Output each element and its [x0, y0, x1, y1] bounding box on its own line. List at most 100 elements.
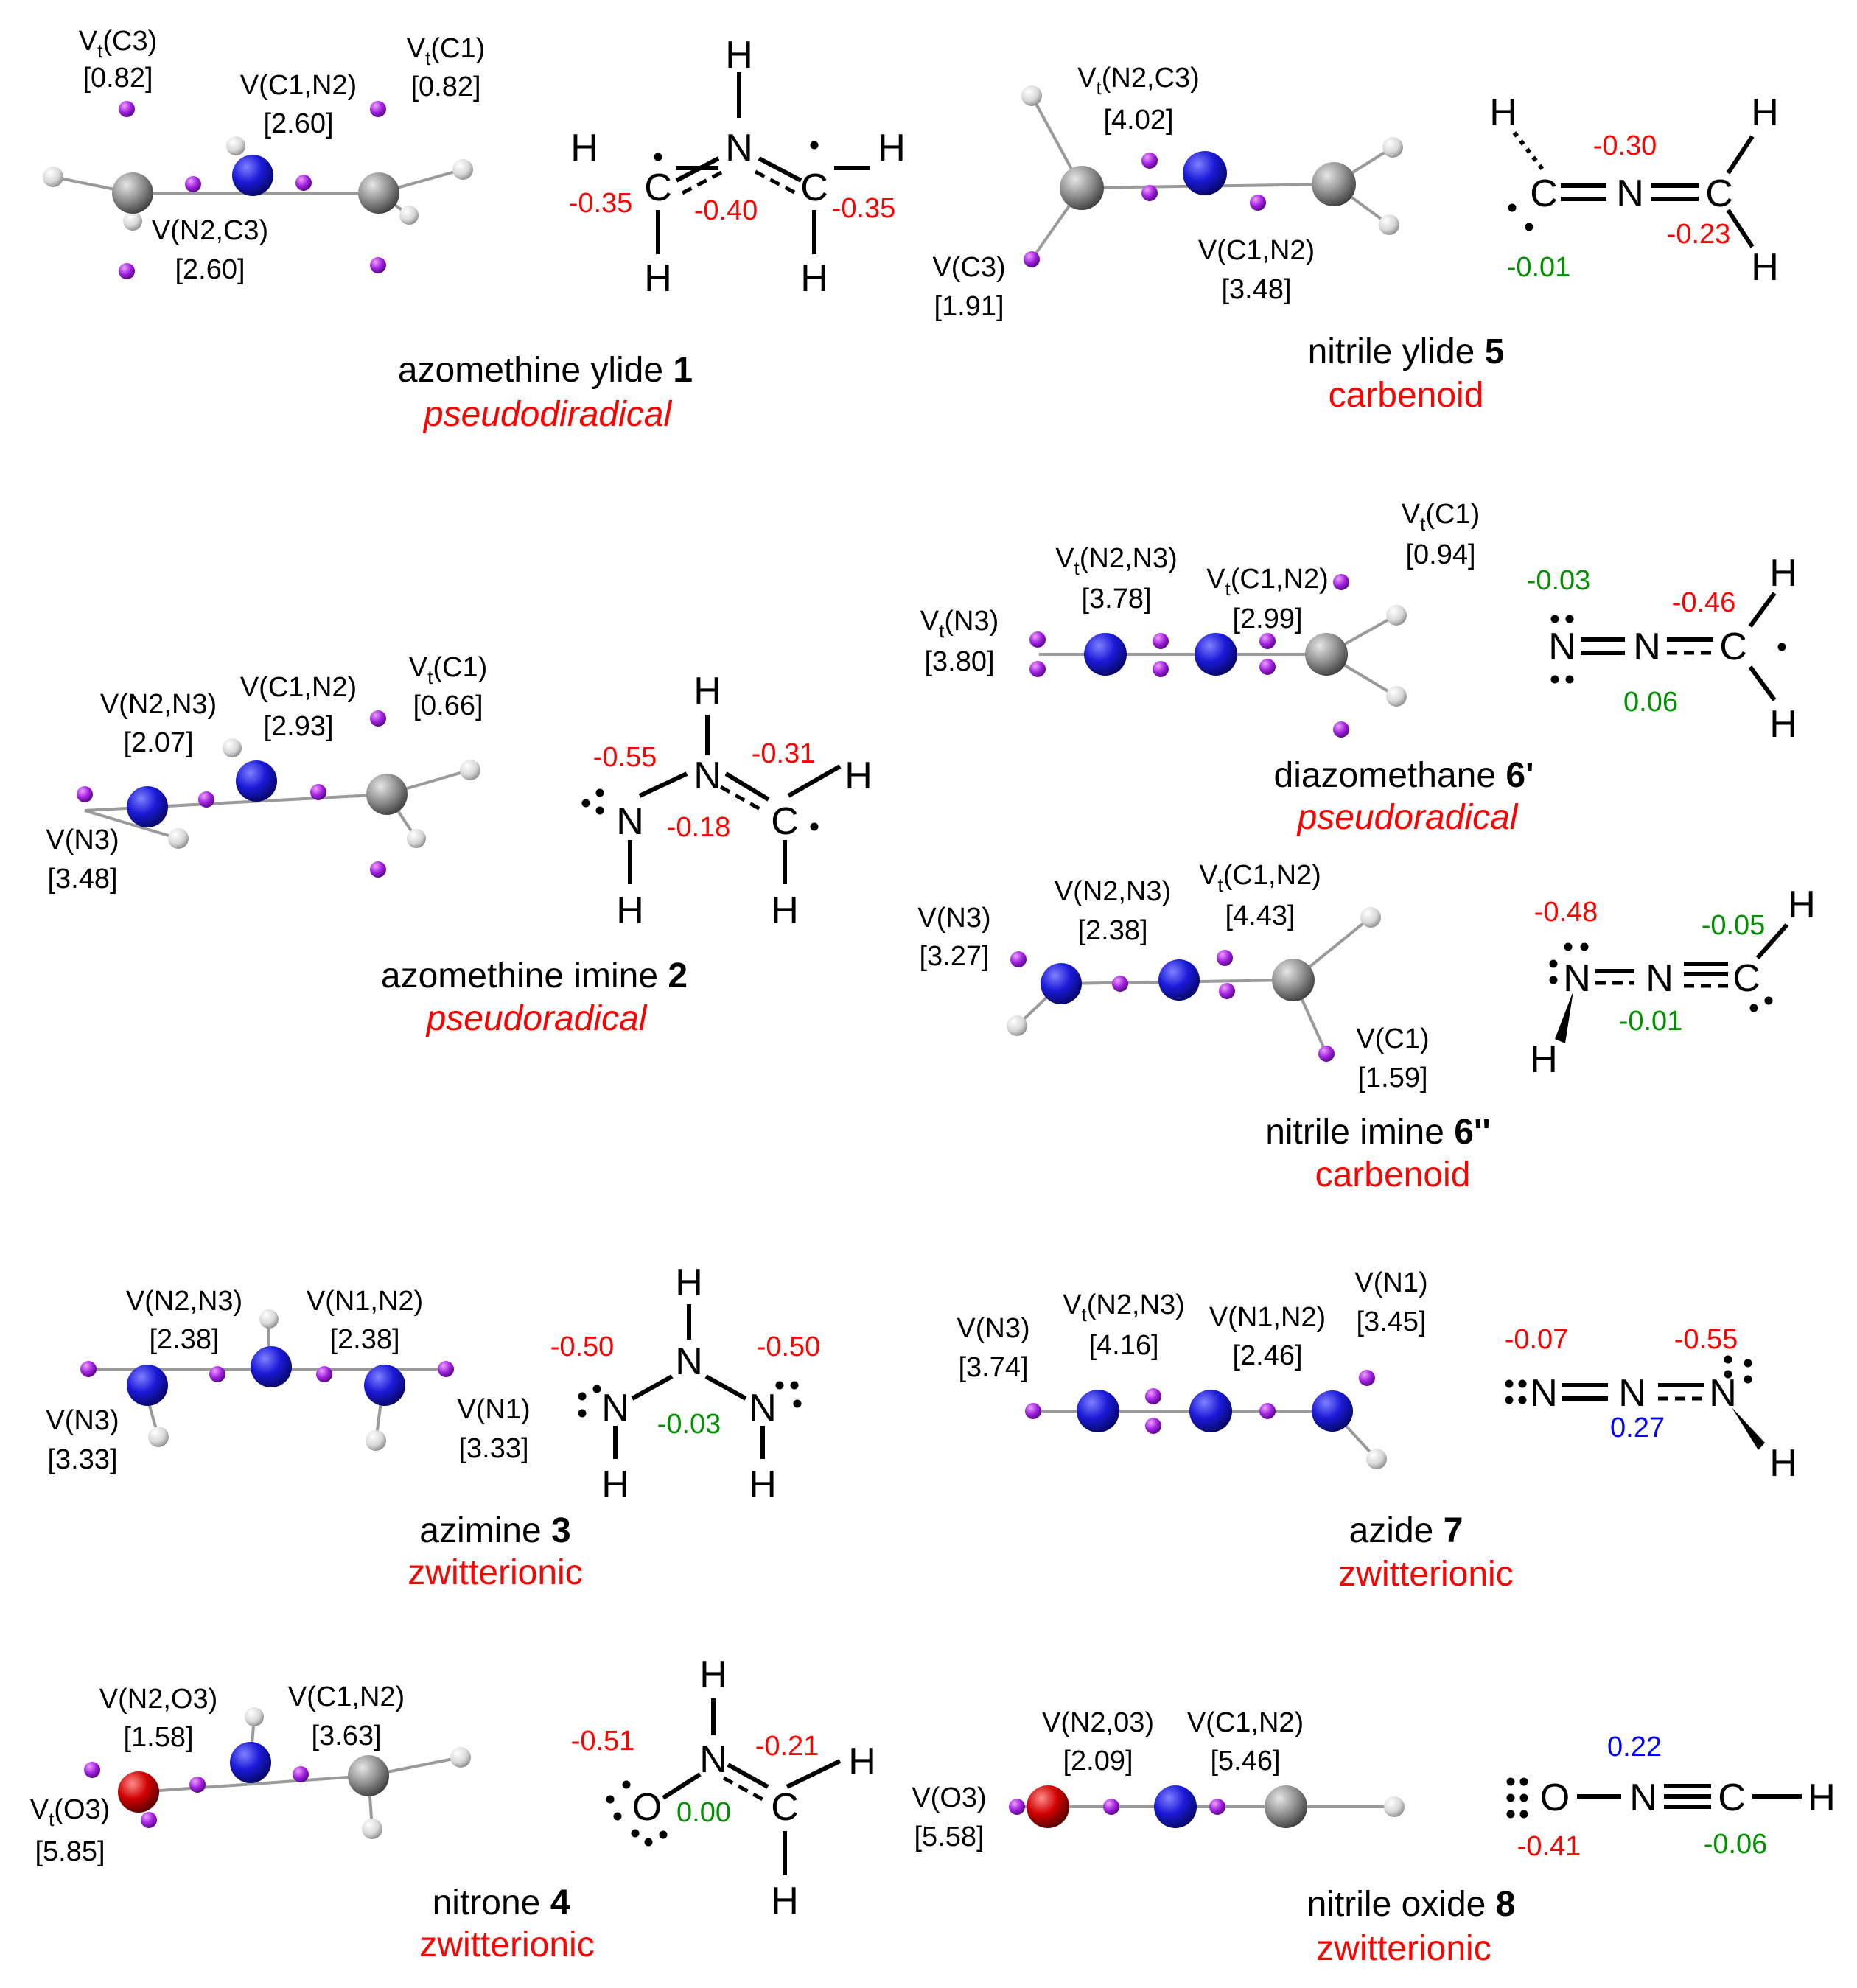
basin-label: V(C3)	[932, 252, 1005, 283]
charge-value: 0.22	[1607, 1732, 1662, 1763]
elf-basin-attractor	[293, 1766, 309, 1782]
elf-basin-attractor	[295, 175, 312, 191]
basin-label: Vt(C1)	[409, 652, 487, 688]
charge-value: -0.23	[1667, 219, 1731, 250]
hydrogen-atom-sphere	[123, 211, 142, 231]
hydrogen-atom-sphere	[1360, 907, 1381, 928]
atom-symbol: O	[632, 1786, 662, 1829]
classification-label: zwitterionic	[408, 1553, 582, 1592]
basin-label: Vt(C1)	[407, 33, 485, 69]
basin-value: [2.46]	[1232, 1340, 1302, 1371]
elf-basin-attractor	[1025, 1403, 1041, 1419]
basin-value: [4.02]	[1103, 105, 1173, 136]
lewis-structure: H N N N H H -0.50 -0.50 -0.03	[550, 1261, 821, 1506]
nitrogen-atom-sphere	[1195, 633, 1237, 676]
charge-value: -0.48	[1534, 897, 1598, 928]
lone-pair-dots	[1519, 1777, 1528, 1786]
molecule-3d-model	[80, 1309, 454, 1451]
basin-labels: V(N2,O3) [1.58] V(C1,N2) [3.63] Vt(O3) […	[30, 1681, 405, 1867]
atom-symbol: O	[1540, 1777, 1570, 1819]
basin-value: [3.33]	[458, 1433, 528, 1464]
atom-symbol: N	[1633, 626, 1661, 668]
hydrogen-atom-sphere	[168, 828, 189, 849]
lone-pair-dots	[793, 1399, 802, 1408]
basin-label: Vt(C1,N2)	[1206, 564, 1329, 600]
lone-pair-dots	[595, 788, 604, 797]
lone-pair-dots	[1550, 675, 1559, 684]
elf-basin-attractor	[1112, 976, 1128, 992]
elf-basin-attractor	[1145, 1388, 1161, 1404]
panel-nitrile-imine: V(N3) [3.27] V(N2,N3) [2.38] Vt(C1,N2) […	[917, 860, 1815, 1194]
charge-value: -0.31	[752, 738, 816, 769]
elf-basin-attractor	[316, 1366, 332, 1382]
panel-nitrone: V(N2,O3) [1.58] V(C1,N2) [3.63] Vt(O3) […	[30, 1653, 876, 1964]
charge-value: -0.46	[1672, 587, 1736, 618]
charge-value: -0.07	[1505, 1324, 1569, 1355]
lone-pair-dots	[1506, 1777, 1515, 1786]
atom-symbol: C	[1718, 1777, 1746, 1819]
basin-label: V(N3)	[917, 903, 990, 934]
basin-value: [2.38]	[329, 1324, 399, 1355]
atom-symbol: C	[1719, 626, 1747, 668]
elf-basin-attractor	[1141, 153, 1158, 169]
elf-basin-attractor	[1359, 1370, 1375, 1386]
atom-symbol: H	[570, 127, 598, 169]
atom-symbol: H	[1769, 552, 1797, 595]
basin-labels: V(N2,03) [2.09] V(C1,N2) [5.46] V(O3) [5…	[912, 1707, 1304, 1852]
classification-label: pseudoradical	[425, 999, 648, 1038]
charge-value: -0.35	[569, 188, 633, 219]
basin-label: V(N2,N3)	[126, 1286, 242, 1317]
carbon-atom-sphere	[112, 172, 153, 214]
atom-symbol: N	[601, 1387, 629, 1429]
charge-value: -0.18	[667, 812, 731, 843]
carbon-atom-sphere	[1272, 959, 1315, 1001]
elf-basin-attractor	[141, 1812, 157, 1828]
elf-basin-attractor	[1103, 1799, 1119, 1815]
basin-labels: V(N2,N3) [2.38] V(N1,N2) [2.38] V(N3) [3…	[46, 1286, 530, 1475]
nitrogen-atom-sphere	[1154, 1785, 1197, 1828]
atom-symbol: H	[601, 1463, 629, 1506]
basin-value: [1.91]	[934, 291, 1004, 322]
molecule-3d-model	[1029, 574, 1407, 738]
basin-label: V(N2,N3)	[100, 689, 217, 720]
classification-label: pseudodiradical	[422, 395, 673, 434]
charge-value: -0.06	[1704, 1829, 1768, 1860]
basin-labels: V(N2,N3) [2.07] V(C1,N2) [2.93] Vt(C1) […	[46, 652, 487, 895]
atom-symbol: N	[1709, 1372, 1737, 1415]
atom-symbol: N	[616, 800, 644, 843]
compound-title: nitrile ylide 5	[1308, 332, 1505, 371]
basin-value: [3.74]	[958, 1352, 1028, 1383]
basin-value: [3.48]	[47, 864, 117, 895]
atom-symbol: C	[1705, 172, 1733, 215]
basin-label: V(N1)	[1354, 1267, 1427, 1298]
molecule-3d-model	[1007, 907, 1381, 1062]
charge-value: -0.55	[1674, 1324, 1738, 1355]
basin-value: [1.59]	[1357, 1063, 1427, 1093]
molecule-3d-model	[1009, 1785, 1405, 1828]
basin-value: [3.80]	[924, 646, 994, 677]
atom-symbol: N	[1616, 172, 1644, 215]
basin-label: Vt(C3)	[79, 26, 157, 62]
basin-value: [0.94]	[1405, 539, 1475, 570]
elf-basin-attractor	[119, 101, 135, 117]
elf-basin-attractor	[1141, 185, 1158, 201]
basin-label: V(C1)	[1356, 1023, 1429, 1054]
elf-basin-attractor	[1029, 631, 1046, 648]
lone-pair-dots	[1764, 996, 1773, 1005]
basin-value: [2.99]	[1232, 603, 1302, 634]
atom-symbol: H	[749, 1463, 777, 1506]
elf-basin-attractor	[438, 1361, 454, 1377]
basin-label: V(N3)	[46, 1405, 119, 1436]
hydrogen-atom-sphere	[362, 1819, 382, 1839]
hydrogen-atom-sphere	[245, 1707, 264, 1726]
lone-pair-dots	[631, 1829, 640, 1838]
compound-title: nitrile oxide 8	[1307, 1885, 1516, 1924]
nitrogen-atom-sphere	[127, 786, 168, 827]
basin-label: V(N2,O3)	[99, 1684, 217, 1715]
lewis-structure: O N C H 0.22 -0.41 -0.06	[1506, 1732, 1836, 1862]
elf-basin-attractor	[1259, 633, 1276, 649]
nitrogen-atom-sphere	[1158, 959, 1200, 1001]
atom-symbol: N	[699, 1738, 727, 1781]
elf-basin-attractor	[1153, 633, 1169, 649]
elf-basin-attractor	[1318, 1046, 1335, 1062]
